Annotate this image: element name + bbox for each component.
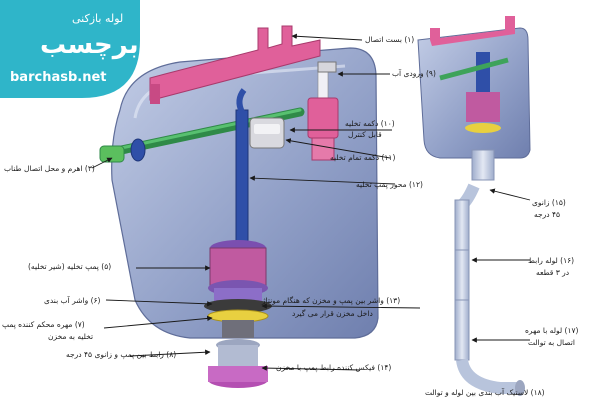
connection-pipes [454, 149, 525, 396]
pump-axis-rod [235, 88, 249, 251]
label-pipe: (۱۶) لوله رابط [528, 256, 575, 265]
brand-badge-shape [0, 0, 140, 98]
label-pump-axis: (۱۲) محور پمپ تخلیه [356, 180, 423, 189]
label-pipe-sub: در ۳ قطعه [536, 268, 570, 277]
brand-site: barchasb.net [10, 70, 107, 85]
brand-line2: برچسب [40, 30, 139, 60]
label-full-flush-button: (۱۱) دکمه تمام تخلیه [330, 153, 396, 162]
flush-buttons [249, 117, 285, 149]
side-tank [417, 16, 531, 159]
label-rubber-seal: (۱۸) لاستیک آب بندی بین لوله و توالت [425, 388, 545, 397]
top-clamp [149, 25, 321, 104]
brand-line1: لوله بازکنی [72, 12, 124, 25]
leader-lines [91, 33, 531, 371]
brand-badge: لوله بازکنی برچسب barchasb.net [0, 0, 150, 100]
flush-pump [204, 240, 272, 388]
label-flush-button-sub: قابل کنترل [348, 130, 382, 139]
label-connector: (۸) رابط بین پمپ و زانوی ۴۵ درجه [66, 350, 177, 359]
label-washer: (۶) واشر آب بندی [44, 296, 101, 305]
label-nut-pipe: (۱۷) لوله با مهره [525, 326, 579, 335]
label-flush-button: (۱۰) دکمه تخلیه [345, 119, 395, 128]
label-pump-washer-sub: داخل مخزن قرار می گیرد [292, 309, 373, 318]
label-flush-pump: (۵) پمپ تخلیه (شیر تخلیه) [28, 262, 112, 271]
water-inlet-valve [307, 61, 339, 161]
label-elbow-sub: ۴۵ درجه [534, 210, 561, 219]
label-nut-sub: تخلیه به مخزن [48, 332, 94, 341]
label-elbow: (۱۵) زانوی [532, 198, 566, 207]
label-fixer: (۱۴) فیکس کننده رابط پمپ با مخزن [276, 363, 392, 372]
label-nut-pipe-sub: اتصال به توالت [528, 338, 575, 347]
label-water-inlet: (۹) ورودی آب [392, 69, 436, 78]
label-clamp: (۱) بست اتصال [365, 35, 415, 44]
label-pump-washer: (۱۳) واشر بین پمپ و مخزن که هنگام مونتاژ [262, 296, 401, 305]
label-nut: (۷) مهره محکم کننده پمپ [2, 320, 85, 329]
label-lever: (۳) اهرم و محل اتصال طناب [4, 164, 95, 173]
